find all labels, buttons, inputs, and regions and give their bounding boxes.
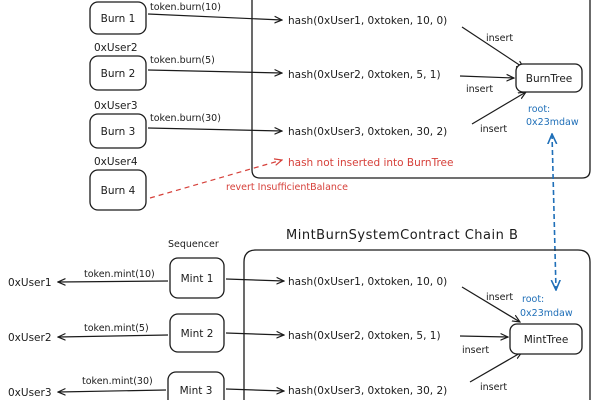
burn-1-arrow — [147, 13, 282, 20]
mint-1-call: token.mint(10) — [84, 269, 155, 280]
burn-4-revert-label: revert InsufficientBalance — [226, 182, 348, 193]
mint-2-hash-arrow — [225, 333, 284, 335]
burn-3-user: 0xUser3 — [94, 100, 138, 112]
mint-1-label: Mint 1 — [181, 273, 214, 285]
burn-3-call: token.burn(30) — [150, 113, 221, 124]
mint-3-insert-label: insert — [480, 382, 507, 393]
mint-3-to-user-arrow — [58, 390, 167, 392]
mint-2-to-user-arrow — [58, 335, 169, 337]
burn-3-insert-label: insert — [480, 124, 507, 135]
mint-1-hash: hash(0xUser1, 0xtoken, 10, 0) — [288, 276, 447, 288]
mint-2-call: token.mint(5) — [84, 323, 149, 334]
burn-1-insert-arrow — [461, 26, 524, 68]
burn-tree-label: BurnTree — [526, 73, 573, 85]
burn-2-box — [89, 55, 147, 91]
burn-3-arrow — [147, 128, 282, 131]
mint-3-user: 0xUser3 — [8, 387, 52, 399]
sequencer-label: Sequencer — [168, 239, 219, 250]
mint-2-box — [169, 313, 225, 353]
root-sync-arrow — [552, 134, 556, 290]
burn-3-box — [89, 113, 147, 149]
mint-3-label: Mint 3 — [180, 385, 213, 397]
mint-1-insert-label: insert — [486, 292, 513, 303]
mint-1-to-user-arrow — [58, 281, 169, 282]
burn-tree-root-value: 0x23mdaw — [526, 117, 579, 128]
burn-1-call: token.burn(10) — [150, 2, 221, 13]
burn-2-call: token.burn(5) — [150, 55, 215, 66]
mint-1-hash-arrow — [225, 279, 284, 281]
mint-3-hash-arrow — [225, 389, 284, 391]
burn-2-insert-arrow — [459, 76, 514, 78]
burn-3-insert-arrow — [471, 92, 526, 125]
mint-1-user: 0xUser1 — [8, 277, 52, 289]
mint-3-hash: hash(0xUser3, 0xtoken, 30, 2) — [288, 385, 447, 397]
burn-2-arrow — [147, 70, 282, 73]
mint-1-box — [169, 257, 225, 299]
burn-1-insert-label: insert — [486, 33, 513, 44]
mint-2-user: 0xUser2 — [8, 332, 52, 344]
mint-1-insert-arrow — [461, 286, 520, 322]
burn-2-label: Burn 2 — [101, 68, 136, 80]
chain-b-contract-panel — [243, 249, 591, 400]
burn-4-label: Burn 4 — [101, 185, 136, 197]
burn-4-revert-arrow — [149, 160, 282, 199]
burn-4-box — [89, 169, 147, 211]
burn-4-user: 0xUser4 — [94, 156, 138, 168]
mint-2-insert-arrow — [459, 336, 508, 337]
mint-tree-root-value: 0x23mdaw — [520, 308, 573, 319]
burn-tree-root-label: root: — [528, 104, 550, 115]
chain-a-contract-panel — [251, 0, 591, 179]
burn-1-label: Burn 1 — [101, 13, 136, 25]
mint-3-box — [167, 371, 225, 400]
mint-2-hash: hash(0xUser2, 0xtoken, 5, 1) — [288, 330, 441, 342]
burn-2-hash: hash(0xUser2, 0xtoken, 5, 1) — [288, 69, 441, 81]
mint-3-insert-arrow — [469, 352, 522, 383]
mint-tree-box — [509, 323, 583, 355]
burn-1-hash: hash(0xUser1, 0xtoken, 10, 0) — [288, 15, 447, 27]
mint-3-call: token.mint(30) — [82, 376, 153, 387]
mint-tree-label: MintTree — [524, 334, 569, 346]
burn-3-hash: hash(0xUser3, 0xtoken, 30, 2) — [288, 126, 447, 138]
burn-4-not-inserted-note: hash not inserted into BurnTree — [288, 157, 453, 169]
burn-2-user: 0xUser2 — [94, 42, 138, 54]
chain-b-title: MintBurnSystemContract Chain B — [286, 228, 518, 243]
burn-1-box — [89, 1, 147, 35]
mint-tree-root-label: root: — [522, 294, 544, 305]
burn-2-insert-label: insert — [466, 84, 493, 95]
mint-2-label: Mint 2 — [181, 328, 214, 340]
burn-tree-box — [515, 63, 583, 93]
burn-3-label: Burn 3 — [101, 126, 136, 138]
mint-2-insert-label: insert — [462, 345, 489, 356]
